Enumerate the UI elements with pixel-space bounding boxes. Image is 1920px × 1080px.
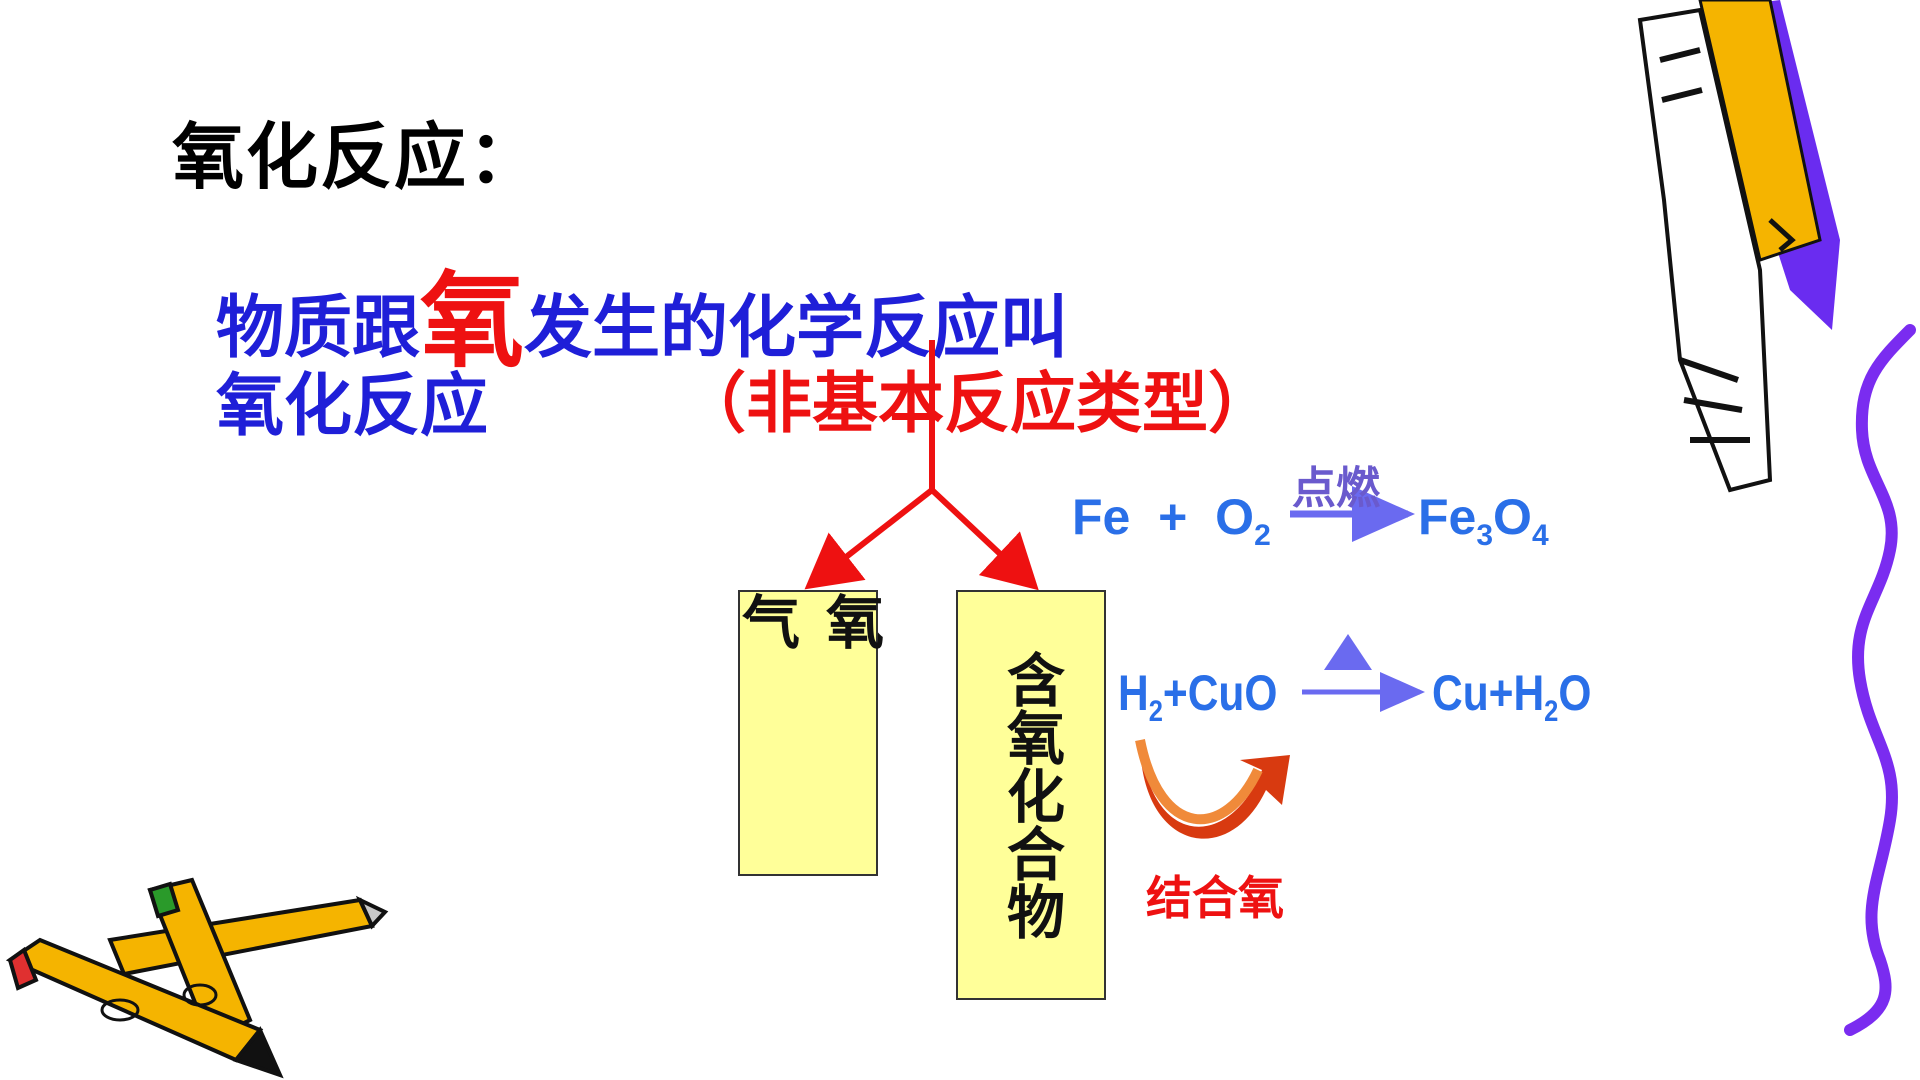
eq1-o-sub: 2	[1254, 519, 1271, 552]
eq2-products: Cu+H2O	[1432, 664, 1591, 729]
eq1-product-fe-sub: 3	[1476, 519, 1494, 552]
eq2-h2-sub: 2	[1544, 695, 1559, 728]
eq1-product-fe: Fe	[1418, 489, 1477, 545]
definition-line-2: 氧化反应	[216, 367, 489, 446]
squiggle-border-icon	[1844, 324, 1916, 1036]
definition-part2: 发生的化学反应叫	[524, 289, 1069, 368]
curved-arrow-icon	[1135, 739, 1290, 839]
reaction-type-note: （非基本反应类型）	[680, 365, 1274, 442]
definition-part1: 物质跟	[216, 289, 421, 368]
eq1-product-o: O	[1493, 489, 1532, 545]
eq1-plus: +	[1158, 489, 1188, 545]
slide-title: 氧化反应：	[172, 115, 543, 199]
oxygen-label: 氧 气	[732, 592, 884, 788]
eq2-reactants: H2+CuO	[1118, 664, 1277, 729]
eq1-o: O	[1215, 489, 1255, 545]
eq1-product-o-sub: 4	[1531, 519, 1549, 552]
branch-left-arrow	[804, 487, 934, 590]
eq1-condition: 点燃	[1292, 463, 1380, 514]
branch-right-arrow	[929, 487, 1039, 591]
heat-triangle-icon	[1324, 634, 1372, 670]
oxygen-box: 氧 气	[732, 590, 884, 876]
oxide-compound-label: 含氧化合物	[997, 650, 1065, 940]
eq1-fe: Fe	[1072, 489, 1131, 545]
eq2-o: O	[1558, 665, 1592, 721]
definition-highlight: 氧	[420, 260, 525, 382]
eq1-reactants: Fe + O2	[1072, 488, 1271, 553]
eq2-cuo: +CuO	[1162, 665, 1278, 721]
eq2-h-sub: 2	[1148, 695, 1163, 728]
eq2-h: H	[1118, 665, 1149, 721]
pencil-top-right-icon	[1637, 0, 1840, 493]
pencils-bottom-left-icon	[5, 877, 389, 1079]
eq1-product: Fe3O4	[1418, 488, 1549, 553]
combine-oxygen-label: 结合氧	[1146, 871, 1284, 925]
definition-line-1: 物质跟氧发生的化学反应叫	[216, 236, 1068, 387]
oxide-compound-box: 含氧化合物	[956, 590, 1106, 1000]
eq2-cu-h: Cu+H	[1432, 665, 1545, 721]
